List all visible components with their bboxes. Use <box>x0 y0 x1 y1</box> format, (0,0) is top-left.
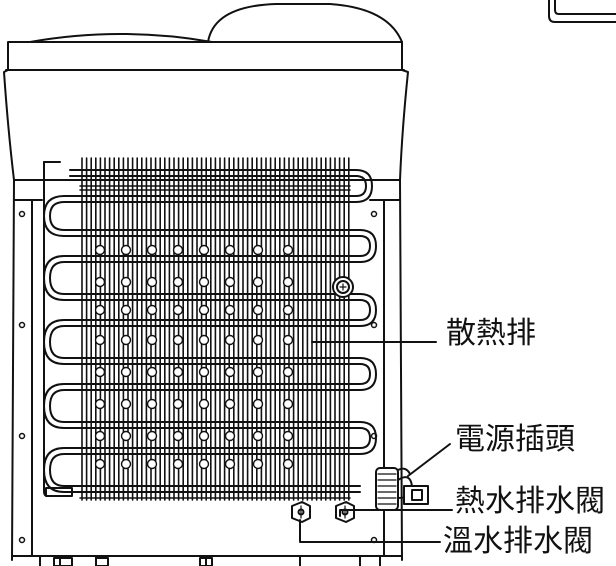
coil-mount-hole <box>198 430 210 442</box>
coil-mount-hole <box>172 366 184 378</box>
coil-mount-hole <box>224 276 236 288</box>
coil-mount-hole <box>172 334 184 346</box>
coil-mount-hole <box>146 366 158 378</box>
coil-mount-hole <box>198 366 210 378</box>
coil-mount-hole <box>94 334 106 346</box>
coil-mount-hole <box>252 458 264 470</box>
power-plug-label: 電源插頭 <box>455 422 575 457</box>
coil-mount-hole <box>146 334 158 346</box>
coil-mount-hole <box>146 430 158 442</box>
warm-drain-valve <box>291 501 311 523</box>
coil-mount-hole <box>120 430 132 442</box>
coil-mount-hole <box>282 276 294 288</box>
coil-mount-hole <box>198 398 210 410</box>
coil-mount-hole <box>172 458 184 470</box>
coil-mount-hole <box>252 244 264 256</box>
coil-mount-hole <box>198 334 210 346</box>
power-plug <box>375 467 429 511</box>
coil-mount-hole <box>172 398 184 410</box>
coil-mount-hole <box>198 276 210 288</box>
coil-mount-hole <box>282 398 294 410</box>
coil-mount-hole <box>282 366 294 378</box>
coil-mount-hole <box>120 366 132 378</box>
coil-mount-hole <box>94 304 106 316</box>
coil-mount-hole <box>282 304 294 316</box>
coil-mount-hole <box>146 304 158 316</box>
callout-leaders <box>299 341 453 543</box>
coil-mount-hole <box>94 366 106 378</box>
coil-mount-hole <box>252 276 264 288</box>
radiator-label: 散熱排 <box>446 316 536 351</box>
coil-mount-hole <box>172 244 184 256</box>
coil-mount-hole <box>198 304 210 316</box>
coil-mount-hole <box>172 304 184 316</box>
coil-mount-hole <box>146 244 158 256</box>
coil-mount-hole <box>252 304 264 316</box>
coil-mount-hole <box>94 430 106 442</box>
coil-mount-hole <box>146 458 158 470</box>
hot-drain-valve-label: 熱水排水閥 <box>455 484 605 519</box>
coil-mount-hole <box>252 366 264 378</box>
coil-mount-hole <box>94 276 106 288</box>
coil-mount-hole <box>252 398 264 410</box>
coil-mount-hole <box>120 244 132 256</box>
top-right-partial-frame <box>548 0 616 23</box>
coil-mount-hole <box>94 244 106 256</box>
coil-mount-hole <box>224 334 236 346</box>
coil-mount-hole <box>252 334 264 346</box>
coil-mount-hole <box>120 458 132 470</box>
power-leader <box>407 443 451 477</box>
coil-mount-hole <box>282 430 294 442</box>
hot-valve-leader <box>339 509 453 517</box>
left-lid <box>29 33 213 43</box>
coil-mount-hole <box>120 276 132 288</box>
coil-mount-hole <box>146 398 158 410</box>
condenser-coil <box>43 161 377 497</box>
coil-mount-hole <box>224 366 236 378</box>
coil-mount-hole <box>282 334 294 346</box>
radiator-fins <box>81 157 350 501</box>
warm-drain-valve-label: 溫水排水閥 <box>443 524 593 559</box>
coil-mount-hole <box>94 398 106 410</box>
coil-mount-hole <box>224 458 236 470</box>
right-lid <box>207 3 403 43</box>
coil-mount-hole <box>120 334 132 346</box>
hot-drain-valve <box>335 501 355 523</box>
coil-mount-hole <box>198 458 210 470</box>
coil-mount-hole <box>172 430 184 442</box>
coil-knob <box>332 276 354 298</box>
warm-valve-leader <box>299 519 441 543</box>
coil-mount-hole <box>282 458 294 470</box>
radiator-rails <box>79 185 351 499</box>
coil-mount-hole <box>120 304 132 316</box>
coil-mount-hole <box>198 244 210 256</box>
coil-mount-hole <box>224 304 236 316</box>
coil-mount-hole <box>172 276 184 288</box>
coil-mount-hole <box>224 398 236 410</box>
coil-mount-hole <box>120 398 132 410</box>
coil-mount-hole <box>252 430 264 442</box>
coil-mount-hole <box>224 244 236 256</box>
coil-mount-hole <box>94 458 106 470</box>
panel-screws <box>18 210 378 544</box>
coil-mount-hole <box>282 244 294 256</box>
coil-mount-hole <box>224 430 236 442</box>
coil-mount-hole <box>146 276 158 288</box>
